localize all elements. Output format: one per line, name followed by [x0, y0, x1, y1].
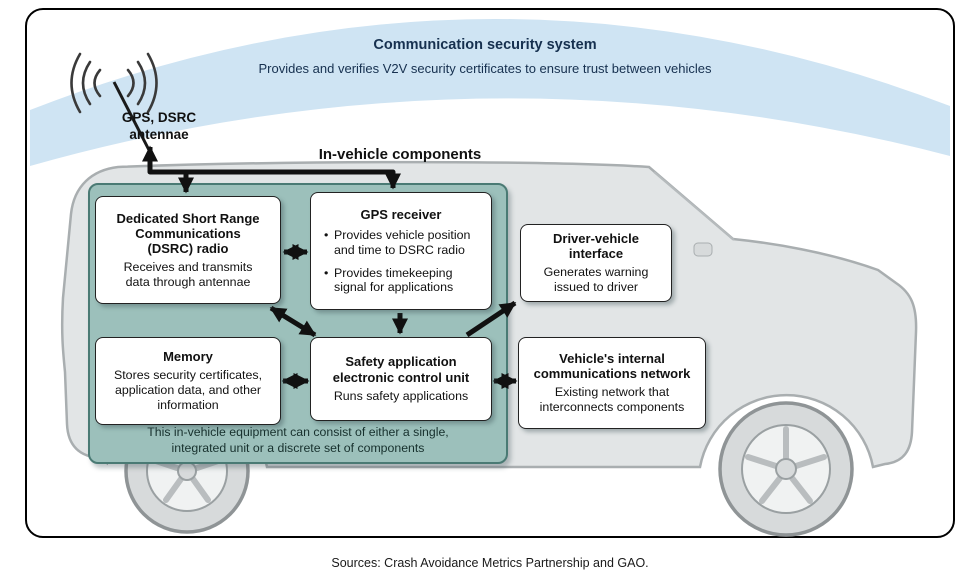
band-subtitle: Provides and verifies V2V security certi…: [258, 61, 712, 76]
memory-box: Memory Stores security certificates, app…: [95, 337, 281, 425]
antenna-icon: [70, 52, 158, 153]
memory-title: Memory: [163, 349, 213, 365]
group-caption: This in-vehicle equipment can consist of…: [147, 425, 449, 455]
safety-ecu-body: Runs safety applications: [333, 388, 469, 403]
vehicle-network-box: Vehicle's internal communications networ…: [518, 337, 706, 429]
windshield-line: [653, 171, 735, 241]
driver-vehicle-interface-body: Generates warning issued to driver: [543, 265, 649, 295]
security-band-shape: [30, 18, 950, 166]
arrow-antenna-to-gps: [141, 145, 402, 190]
signal-waves-icon: [70, 52, 158, 114]
dsrc-radio-body: Receives and transmits data through ante…: [123, 259, 253, 289]
arrow-dsrc-ecu: [269, 305, 317, 338]
arrow-ecu-interface: [465, 300, 517, 338]
driver-vehicle-interface-box: Driver-vehicle interface Generates warni…: [520, 224, 672, 302]
gps-receiver-title: GPS receiver: [360, 206, 442, 222]
gps-receiver-box: GPS receiver Provides vehicle position a…: [310, 192, 492, 310]
dsrc-radio-title: Dedicated Short Range Communications (DS…: [116, 210, 260, 256]
front-wheel: [718, 401, 854, 537]
gps-bullet-timekeeping: Provides timekeeping signal for applicat…: [323, 266, 485, 296]
side-mirror: [693, 242, 713, 257]
source-note: Sources: Crash Avoidance Metrics Partner…: [331, 556, 649, 570]
band-title: Communication security system: [373, 37, 597, 53]
safety-ecu-title: Safety application electronic control un…: [332, 354, 470, 385]
antenna-mast: [112, 81, 152, 153]
dsrc-radio-box: Dedicated Short Range Communications (DS…: [95, 196, 281, 304]
antenna-label: GPS, DSRC antennae: [121, 110, 197, 142]
gps-bullet-position: Provides vehicle position and time to DS…: [323, 228, 485, 258]
memory-body: Stores security certificates, applicatio…: [113, 368, 263, 412]
vehicle-network-title: Vehicle's internal communications networ…: [533, 351, 691, 382]
driver-vehicle-interface-title: Driver-vehicle interface: [553, 231, 639, 262]
safety-ecu-box: Safety application electronic control un…: [310, 337, 492, 421]
vehicle-network-body: Existing network that interconnects comp…: [539, 385, 685, 415]
gps-receiver-bullets: Provides vehicle position and time to DS…: [317, 228, 485, 296]
